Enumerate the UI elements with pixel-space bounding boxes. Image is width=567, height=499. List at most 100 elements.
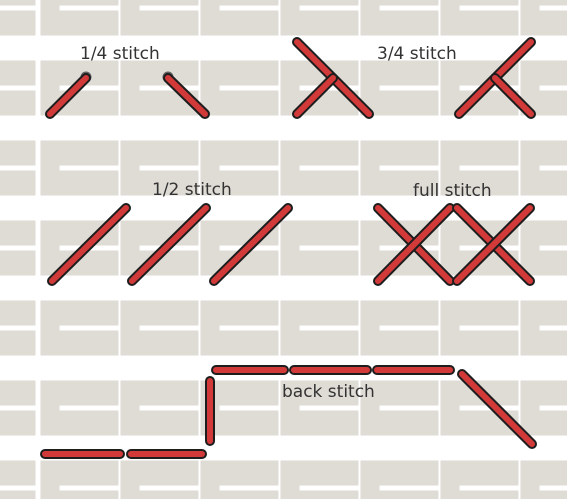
weave-block [121, 301, 140, 356]
weave-block [60, 461, 116, 486]
weave-block [281, 141, 300, 196]
weave-block [140, 0, 196, 6]
weave-block [460, 461, 516, 486]
weave-block [220, 141, 276, 166]
weave-block [60, 411, 116, 436]
weave-block [361, 301, 380, 356]
back-stitch-label: back stitch [282, 384, 375, 401]
weave-block [201, 221, 220, 276]
weave-block [220, 411, 276, 436]
weave-block [540, 11, 567, 36]
weave-block [60, 331, 116, 356]
weave-block [460, 301, 516, 326]
weave-block [140, 411, 196, 436]
weave-block [300, 411, 356, 436]
weave-block [441, 61, 460, 116]
weave-block [60, 301, 116, 326]
weave-block [540, 91, 567, 116]
weave-block [460, 141, 516, 166]
weave-block [281, 61, 300, 116]
weave-block [220, 381, 276, 406]
weave-block [380, 491, 436, 499]
weave-block [140, 11, 196, 36]
weave-block [441, 301, 460, 356]
weave-block [441, 461, 460, 499]
weave-block [41, 221, 60, 276]
weave-block [0, 91, 36, 116]
weave-block [220, 11, 276, 36]
weave-block [220, 0, 276, 6]
weave-block [0, 221, 36, 246]
weave-block [521, 301, 540, 356]
weave-block [281, 461, 300, 499]
three-quarter-stitch-label: 3/4 stitch [377, 46, 457, 63]
weave-block [0, 141, 36, 166]
weave-block [540, 0, 567, 6]
weave-block [521, 0, 540, 36]
weave-block [380, 331, 436, 356]
weave-block [361, 141, 380, 196]
weave-block [41, 0, 60, 36]
weave-block [140, 491, 196, 499]
weave-block [201, 301, 220, 356]
weave-block [460, 11, 516, 36]
weave-block [140, 381, 196, 406]
weave-block [521, 381, 540, 436]
half-stitch-label: 1/2 stitch [152, 182, 232, 199]
weave-block [0, 381, 36, 406]
weave-block [0, 331, 36, 356]
weave-block [300, 491, 356, 499]
weave-block [521, 221, 540, 276]
weave-block [361, 221, 380, 276]
weave-block [220, 491, 276, 499]
weave-block [460, 0, 516, 6]
weave-block [281, 0, 300, 36]
weave-block [281, 221, 300, 276]
weave-block [41, 141, 60, 196]
weave-block [140, 461, 196, 486]
weave-block [0, 0, 36, 6]
weave-block [361, 0, 380, 36]
weave-block [380, 461, 436, 486]
weave-block [220, 61, 276, 86]
weave-block [380, 11, 436, 36]
weave-block [521, 141, 540, 196]
weave-block [540, 251, 567, 276]
weave-block [220, 91, 276, 116]
weave-block [300, 171, 356, 196]
weave-block [220, 461, 276, 486]
weave-block [300, 221, 356, 246]
weave-block [140, 301, 196, 326]
weave-block [380, 141, 436, 166]
weave-block [300, 11, 356, 36]
weave-block [540, 171, 567, 196]
weave-block [281, 301, 300, 356]
weave-block [0, 251, 36, 276]
weave-block [300, 331, 356, 356]
weave-block [380, 381, 436, 406]
weave-block [540, 461, 567, 486]
weave-block [380, 301, 436, 326]
weave-block [41, 461, 60, 499]
weave-block [300, 461, 356, 486]
weave-block [41, 381, 60, 436]
weave-block [540, 331, 567, 356]
weave-block [380, 0, 436, 6]
weave-block [460, 331, 516, 356]
weave-block [0, 461, 36, 486]
weave-block [380, 411, 436, 436]
weave-block [300, 141, 356, 166]
weave-block [540, 141, 567, 166]
weave-block [60, 141, 116, 166]
weave-block [441, 0, 460, 36]
weave-block [540, 381, 567, 406]
weave-block [220, 331, 276, 356]
weave-block [201, 461, 220, 499]
weave-block [60, 171, 116, 196]
weave-block [121, 461, 140, 499]
weave-block [0, 171, 36, 196]
weave-block [540, 61, 567, 86]
weave-block [361, 461, 380, 499]
weave-block [220, 301, 276, 326]
